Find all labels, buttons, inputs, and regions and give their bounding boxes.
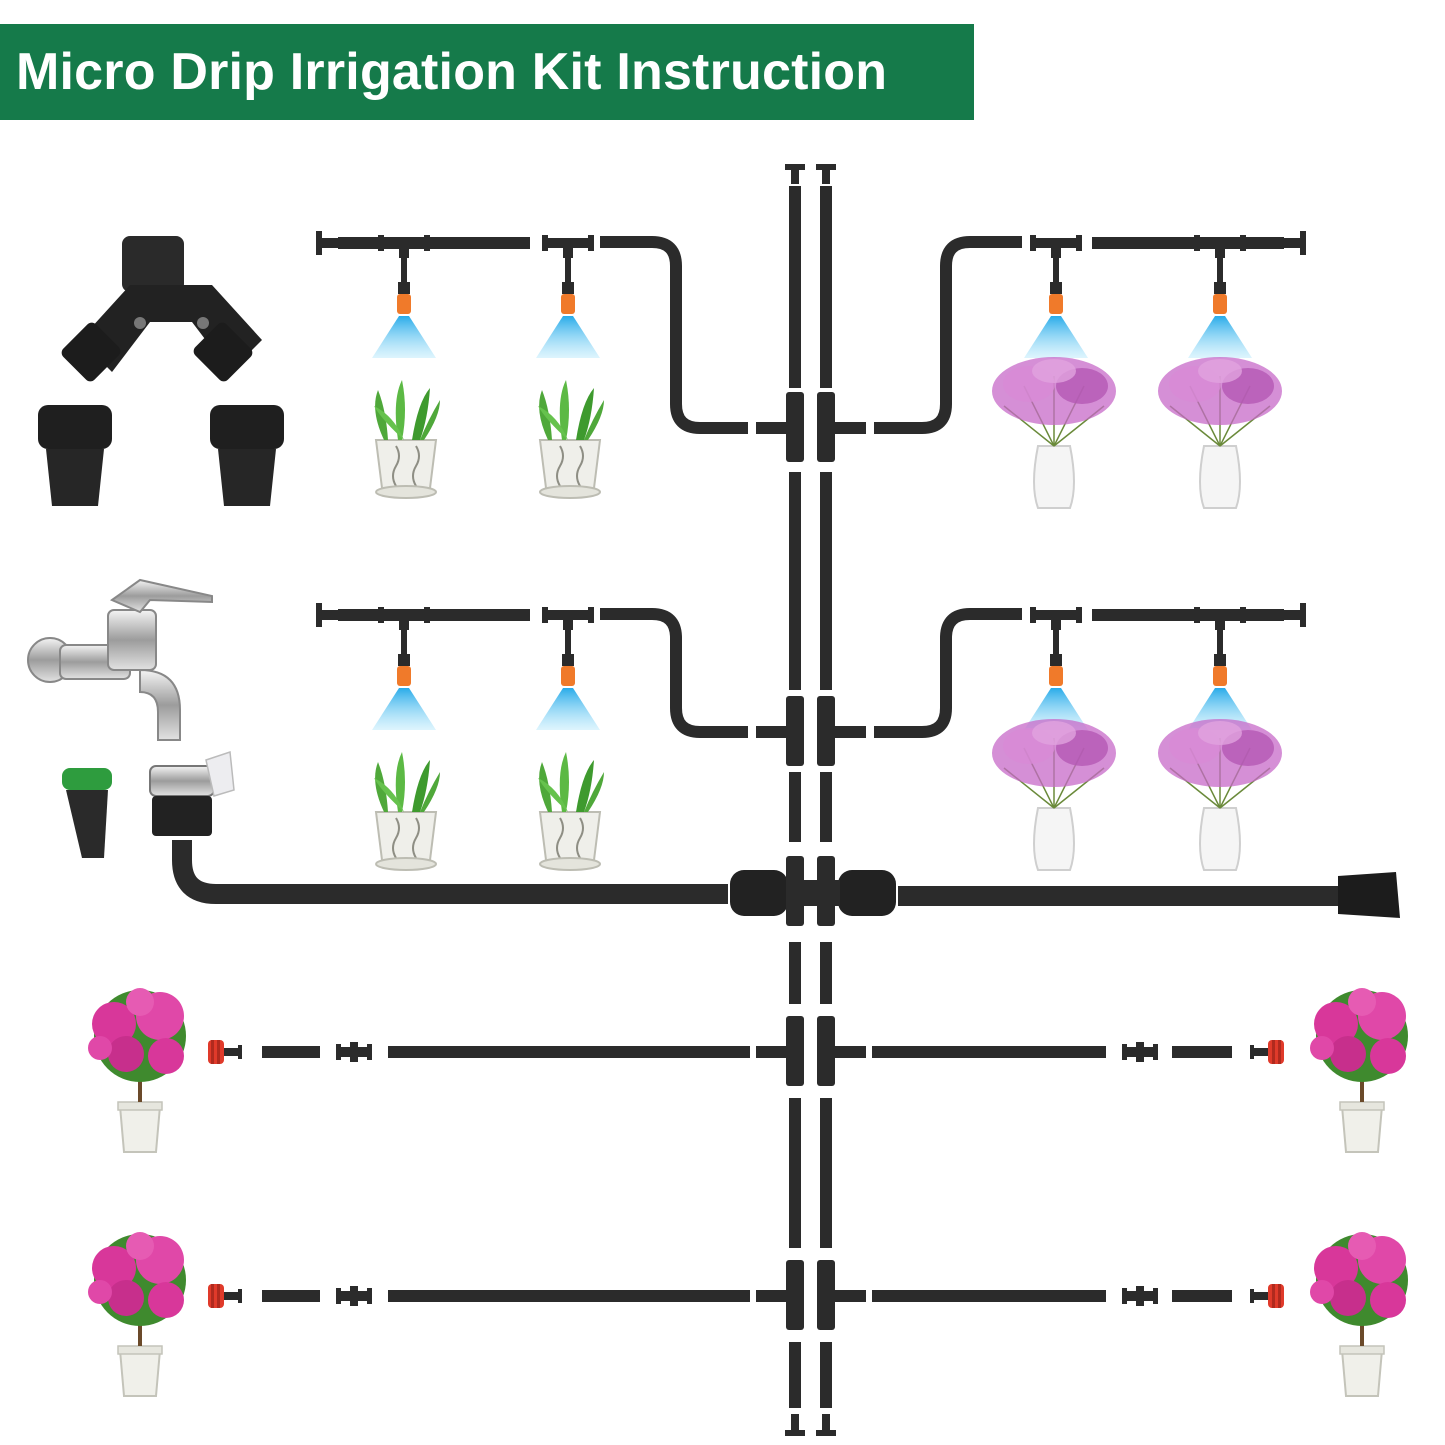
mist-branch-right-mid bbox=[874, 603, 1306, 738]
main-supply-tube bbox=[172, 840, 1340, 916]
end-cap-icon bbox=[1338, 872, 1400, 918]
flowering-pot-plant bbox=[1308, 986, 1410, 1154]
mist-branch-left-mid bbox=[316, 603, 748, 738]
vase-flower bbox=[1157, 356, 1283, 509]
vase-flower bbox=[991, 718, 1117, 871]
faucet-icon bbox=[27, 578, 213, 741]
faucet-quick-adapter-icon bbox=[149, 750, 235, 836]
potted-plant bbox=[373, 379, 441, 499]
flowering-pot-plant bbox=[86, 1230, 188, 1398]
vase-flower bbox=[1157, 718, 1283, 871]
drip-line-right-lower bbox=[872, 1284, 1284, 1308]
riser-tee bbox=[756, 392, 866, 1330]
hose-adapter-icon bbox=[38, 405, 112, 506]
mist-branch-right-top bbox=[874, 231, 1306, 434]
potted-plant bbox=[537, 751, 605, 871]
potted-plant bbox=[537, 379, 605, 499]
flowering-pot-plant bbox=[1308, 1230, 1410, 1398]
drip-line-left-upper bbox=[208, 1040, 750, 1064]
y-splitter-icon bbox=[61, 236, 262, 382]
mist-branch-left-top bbox=[316, 231, 748, 434]
flowering-pot-plant bbox=[86, 986, 188, 1154]
page-title: Micro Drip Irrigation Kit Instruction bbox=[16, 43, 888, 101]
drip-line-right-upper bbox=[872, 1040, 1284, 1064]
drip-line-left-lower bbox=[208, 1284, 750, 1308]
potted-plant bbox=[373, 751, 441, 871]
riser-end-plugs bbox=[785, 164, 836, 1436]
tap-adapter-icon bbox=[62, 768, 112, 858]
title-banner: Micro Drip Irrigation Kit Instruction bbox=[0, 24, 974, 120]
vase-flower bbox=[991, 356, 1117, 509]
vertical-risers bbox=[789, 186, 832, 1408]
hose-adapter-icon bbox=[210, 405, 284, 506]
